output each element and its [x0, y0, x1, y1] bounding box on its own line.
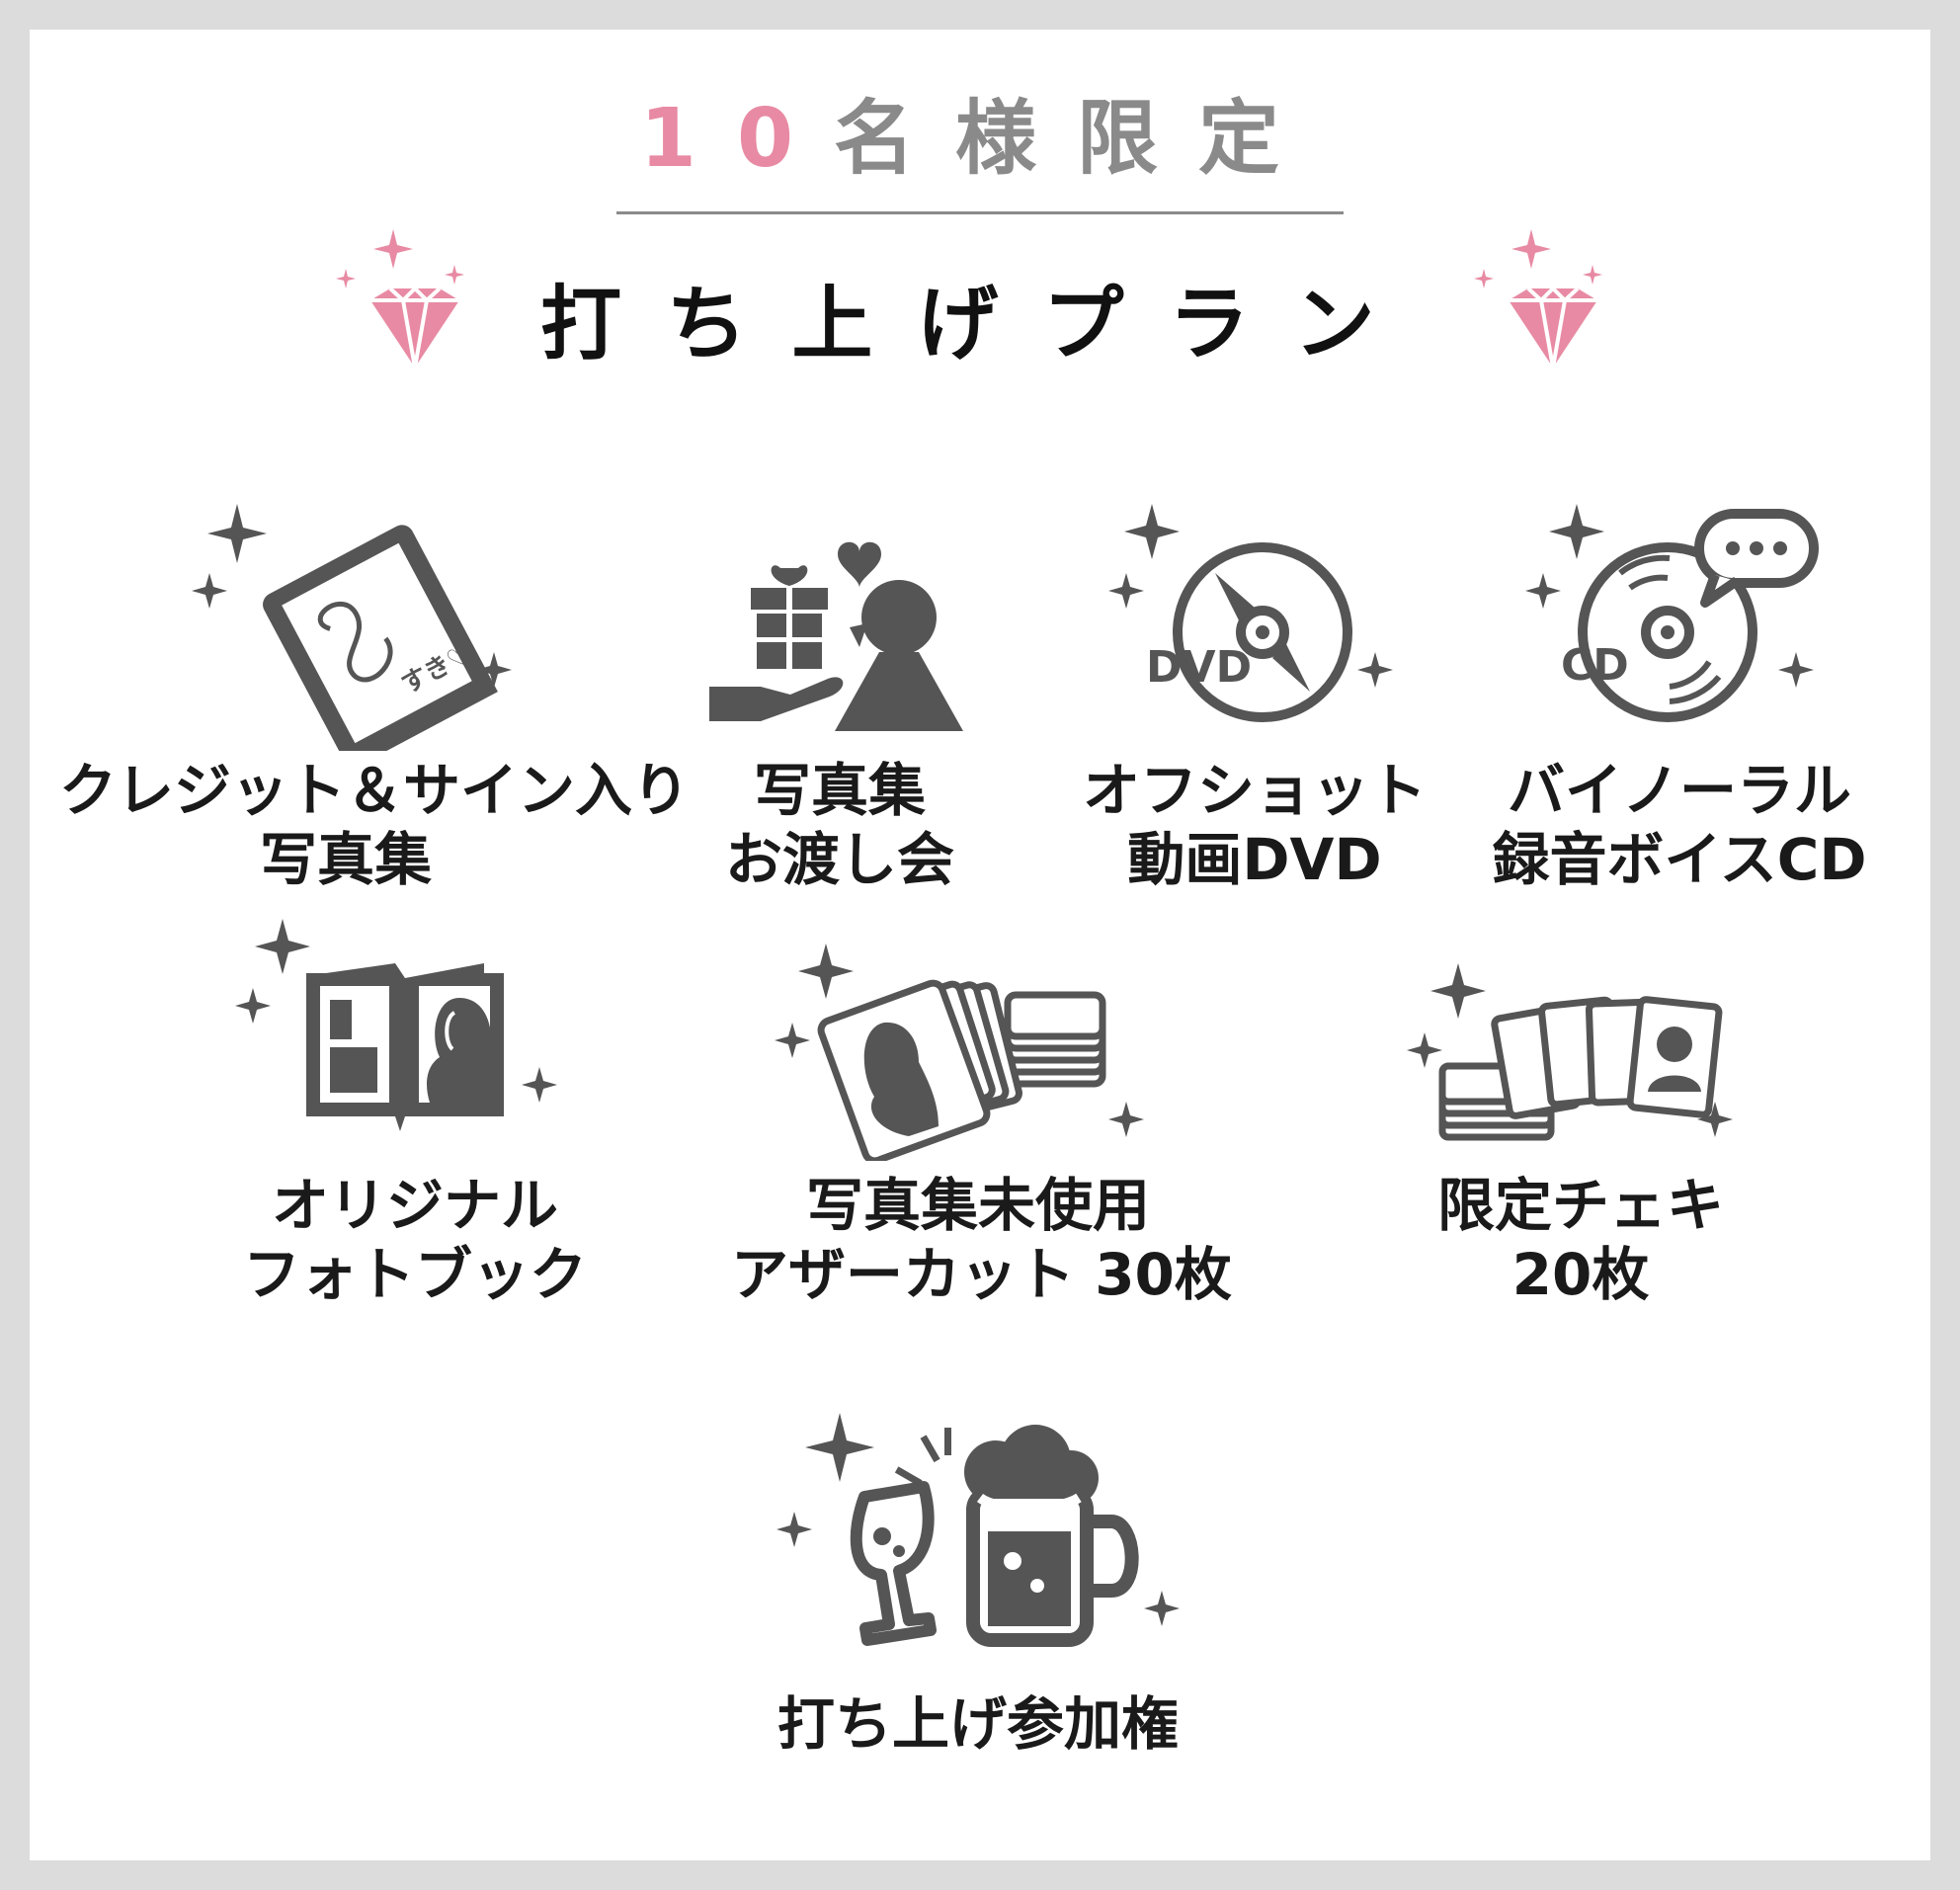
- item-label: オフショット 動画DVD: [1082, 757, 1427, 893]
- heading-divider: [616, 211, 1344, 214]
- disc-text: DVD: [1146, 642, 1252, 693]
- signed-photobook-icon: すき♡: [192, 504, 512, 751]
- diamond-icon: [1474, 229, 1602, 369]
- item-label: バイノーラル 録音ボイスCD: [1492, 757, 1867, 893]
- disc-text: CD: [1561, 640, 1629, 691]
- diamond-icon: [336, 229, 464, 369]
- plan-title: 打ち上げプラン: [540, 278, 1420, 371]
- limit-text: 名様限定: [834, 92, 1321, 186]
- item-label: 写真集未使用 アザーカット 30枚: [731, 1172, 1232, 1308]
- cd-voice-icon: CD: [1525, 504, 1819, 722]
- item-label: 限定チェキ 20枚: [1436, 1172, 1724, 1308]
- photo-cards-icon: [775, 944, 1144, 1161]
- item-label: クレジット＆サイン入り 写真集: [59, 757, 691, 893]
- item-label: 打ち上げ参加権: [776, 1690, 1179, 1758]
- item-label: オリジナル フォトブック: [242, 1172, 587, 1308]
- dvd-icon: DVD: [1108, 504, 1393, 722]
- toast-drinks-icon: [776, 1413, 1180, 1647]
- item-label: 写真集 お渡し会: [724, 757, 954, 893]
- limit-heading: 10名様限定: [0, 99, 1960, 180]
- instant-photos-icon: [1407, 963, 1733, 1141]
- limit-number: 10: [639, 92, 835, 186]
- gift-handover-icon: [709, 541, 963, 731]
- open-photobook-icon: [235, 919, 557, 1131]
